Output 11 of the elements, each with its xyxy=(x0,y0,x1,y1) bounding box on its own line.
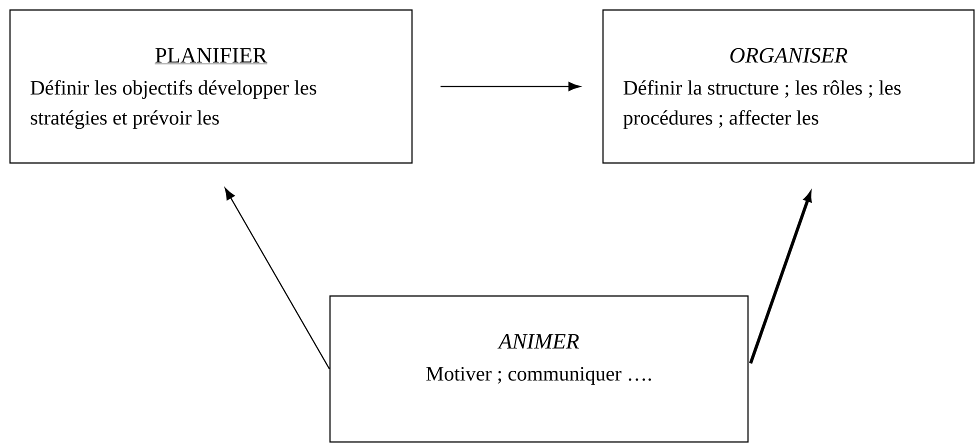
box-heading: ANIMER xyxy=(497,334,579,348)
box-heading: PLANIFIER xyxy=(154,48,268,64)
box-text: Motiver ; communiquer …. xyxy=(426,366,651,385)
text-box xyxy=(602,9,975,164)
box-heading: ORGANISER xyxy=(730,48,848,63)
arrow xyxy=(224,188,330,370)
box-text: Définir les objectifs développer les stratégies et prévoir les xyxy=(30,80,316,129)
text-box xyxy=(9,9,413,164)
box-text: Définir la structure ; les rôles ; les procédures ; affecter les xyxy=(623,80,901,129)
arrow xyxy=(440,82,580,92)
text-box xyxy=(329,295,749,443)
